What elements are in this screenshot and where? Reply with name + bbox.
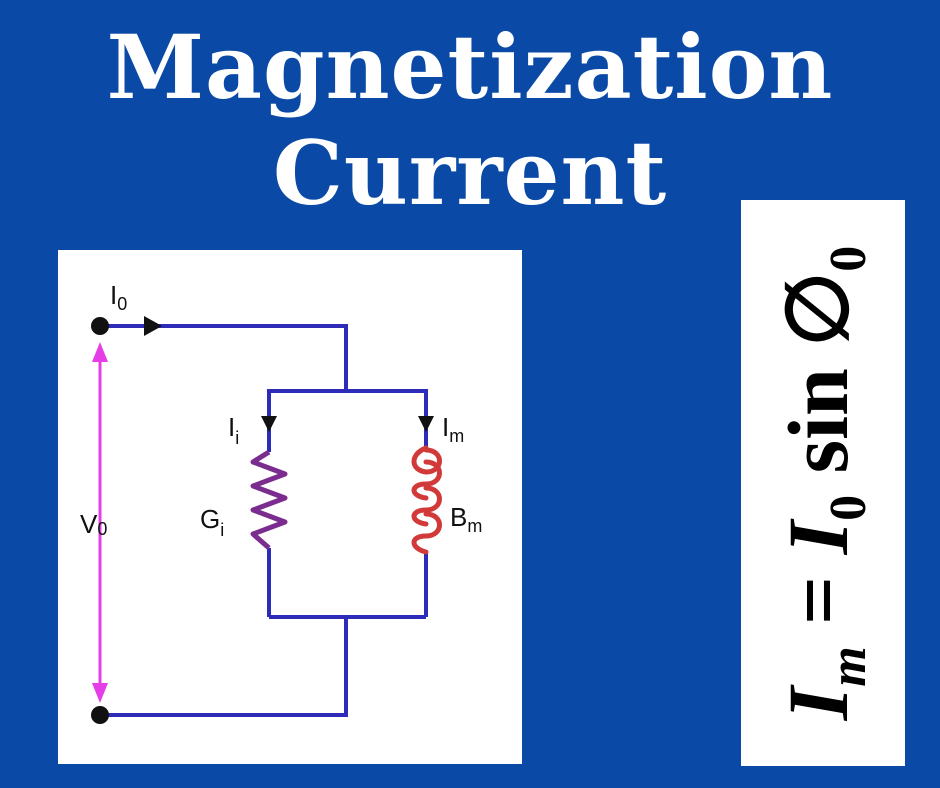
formula-equals: =: [770, 554, 866, 647]
v0-label: V0: [80, 509, 107, 539]
formula-panel: Im = I0 sin ∅0: [741, 200, 905, 766]
magnetization-formula: Im = I0 sin ∅0: [768, 246, 878, 721]
ii-arrow-icon: [261, 416, 277, 432]
inductor-icon: [411, 445, 442, 555]
formula-angle: ∅: [770, 271, 866, 347]
bottom-terminal-icon: [91, 706, 109, 724]
top-wire: [100, 324, 348, 391]
upper-branch-wire: [267, 389, 428, 426]
title-line-1: Magnetization: [106, 15, 834, 119]
circuit-wires: [100, 324, 428, 717]
page-title: Magnetization Current: [0, 14, 940, 226]
bm-label: Bm: [450, 502, 482, 536]
formula-lhs-variable: I: [770, 686, 866, 721]
formula-rhs-subscript: 0: [820, 494, 877, 521]
formula-function: sin: [770, 346, 866, 495]
i0-arrow-icon: [144, 316, 162, 336]
im-arrow-icon: [418, 416, 434, 432]
ii-label: Ii: [228, 412, 239, 448]
circuit-diagram: I0 V0 Ii Gi Im Bm: [80, 280, 482, 724]
title-line-2: Current: [272, 121, 668, 225]
im-label: Im: [442, 412, 464, 446]
i0-label: I0: [110, 280, 127, 314]
formula-lhs-subscript: m: [820, 646, 877, 687]
formula-angle-subscript: 0: [820, 245, 877, 272]
gi-label: Gi: [200, 504, 224, 540]
bottom-wire: [100, 617, 348, 717]
resistor-icon: [250, 449, 288, 550]
circuit-diagram-panel: I0 V0 Ii Gi Im Bm: [58, 250, 522, 764]
voltage-arrow-icon: [92, 342, 108, 703]
top-terminal-icon: [91, 317, 109, 335]
formula-rhs-variable: I: [770, 520, 866, 555]
